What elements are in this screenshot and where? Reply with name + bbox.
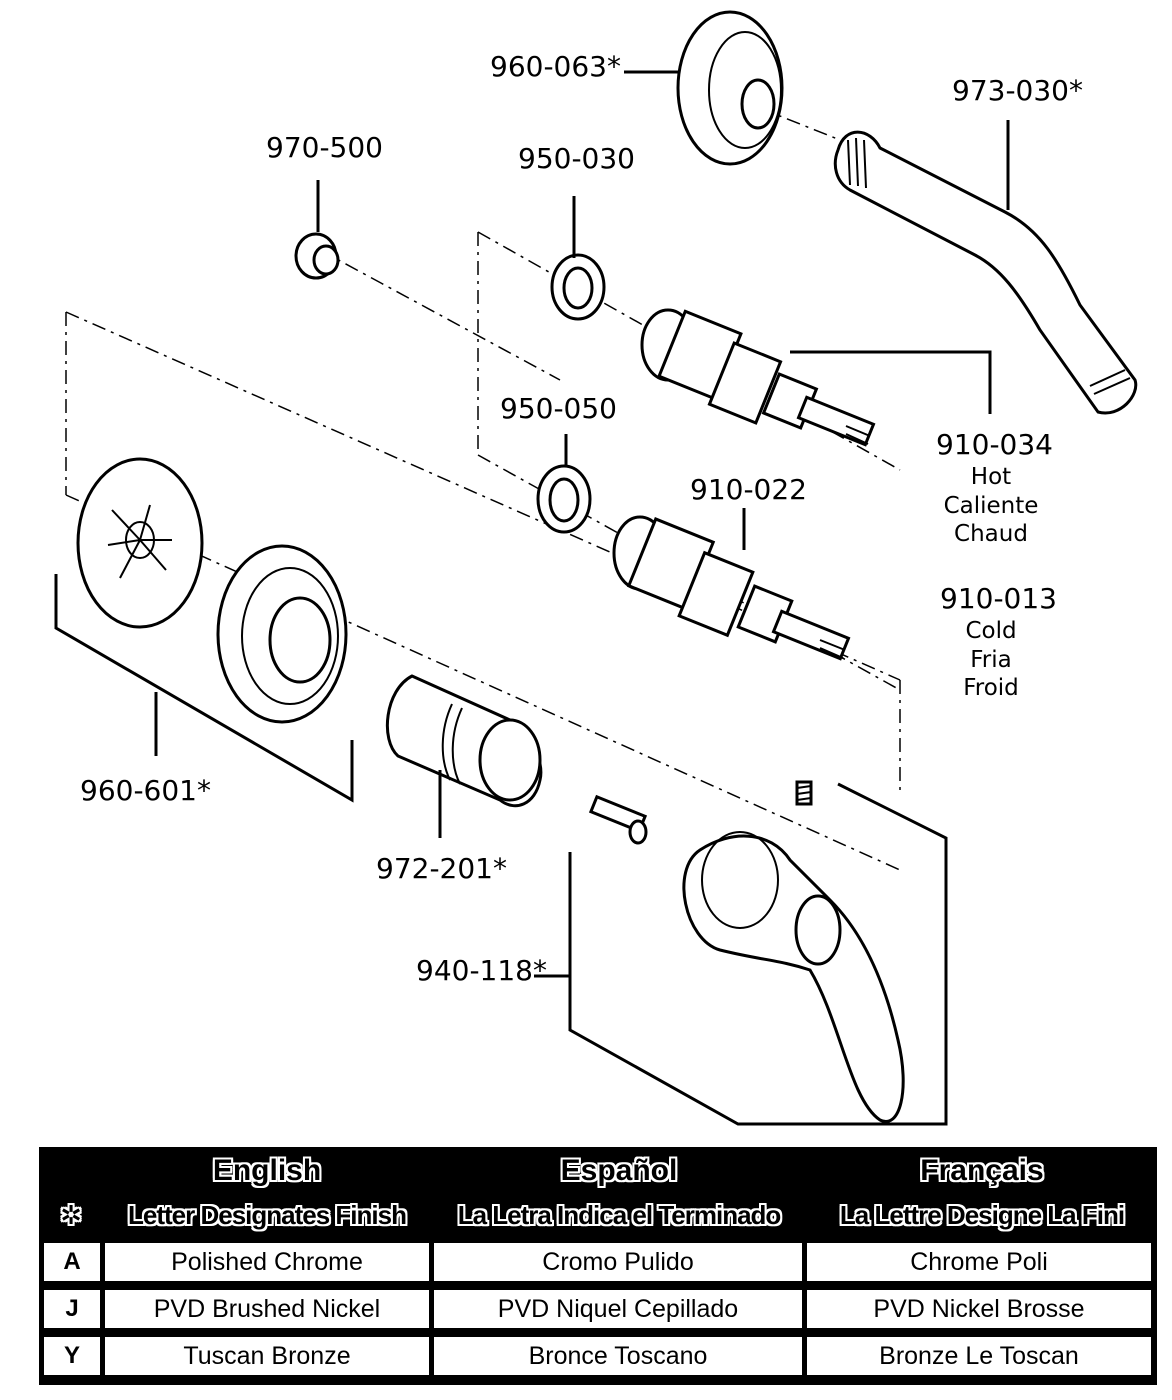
label-960-063: 960-063* xyxy=(490,50,621,83)
table-subheader-row: ✲ Letter Designates Finish La Letra Indi… xyxy=(39,1193,1157,1237)
label-970-500: 970-500 xyxy=(266,131,383,164)
label-960-601: 960-601* xyxy=(80,774,211,807)
label-973-030: 973-030* xyxy=(952,74,1083,107)
trim-kit-960-601 xyxy=(76,457,348,724)
label-950-030: 950-030 xyxy=(518,142,635,175)
bracket-960-601 xyxy=(54,574,354,803)
finish-francais: Bronze Le Toscan xyxy=(807,1337,1151,1375)
exploded-parts-diagram: 960-063* 973-030* 970-500 950-030 910-03… xyxy=(54,10,1138,1126)
header-francais: Français xyxy=(920,1154,1044,1187)
label-910-013-es: Fria xyxy=(970,647,1012,673)
table-row: Y Tuscan Bronze Bronce Toscano Bronze Le… xyxy=(39,1337,1157,1377)
table-header-row: English Español Français xyxy=(39,1149,1157,1193)
subheader-francais: La Lettre Designe La Fini xyxy=(839,1200,1125,1230)
finish-francais: PVD Nickel Brosse xyxy=(807,1290,1151,1328)
handle-screw xyxy=(588,794,648,845)
sleeve-972-201 xyxy=(385,674,543,808)
label-940-118: 940-118* xyxy=(416,954,547,987)
label-910-034-fr: Chaud xyxy=(954,521,1028,547)
nut-970-500 xyxy=(294,232,340,280)
finish-espanol: PVD Niquel Cepillado xyxy=(434,1290,802,1328)
finish-table: English Español Français ✲ Letter Design… xyxy=(39,1147,1157,1385)
finish-code: J xyxy=(44,1290,100,1328)
label-910-034-en: Hot xyxy=(971,464,1011,490)
subheader-espanol: La Letra Indica el Terminado xyxy=(457,1200,782,1230)
finish-espanol: Bronce Toscano xyxy=(434,1337,802,1375)
finish-espanol: Cromo Pulido xyxy=(434,1243,802,1281)
washer-950-030 xyxy=(550,253,606,321)
label-910-013-fr: Froid xyxy=(963,675,1019,701)
label-910-034: 910-034 xyxy=(936,428,1053,461)
label-910-013: 910-013 xyxy=(940,582,1057,615)
table-row: A Polished Chrome Cromo Pulido Chrome Po… xyxy=(39,1243,1157,1283)
set-screw xyxy=(795,780,813,806)
finish-code: Y xyxy=(44,1337,100,1375)
lever-handle-940-118 xyxy=(682,831,905,1123)
shower-arm-973-030 xyxy=(833,130,1138,415)
flange-960-063 xyxy=(676,10,784,166)
header-english: English xyxy=(212,1154,322,1187)
subheader-english: Letter Designates Finish xyxy=(128,1200,407,1230)
label-950-050: 950-050 xyxy=(500,392,617,425)
finish-english: Tuscan Bronze xyxy=(105,1337,429,1375)
star-symbol: ✲ xyxy=(60,1200,82,1230)
finish-francais: Chrome Poli xyxy=(807,1243,1151,1281)
finish-code: A xyxy=(44,1243,100,1281)
finish-english: PVD Brushed Nickel xyxy=(105,1290,429,1328)
label-910-034-es: Caliente xyxy=(944,493,1039,519)
table-row: J PVD Brushed Nickel PVD Niquel Cepillad… xyxy=(39,1290,1157,1330)
cartridge-910-034-hot xyxy=(640,308,876,447)
leader-910-034 xyxy=(790,350,992,414)
finish-english: Polished Chrome xyxy=(105,1243,429,1281)
label-910-013-en: Cold xyxy=(965,618,1016,644)
cartridge-910-013-cold xyxy=(612,515,851,661)
label-972-201: 972-201* xyxy=(376,852,507,885)
bracket-940-118 xyxy=(568,782,948,1126)
label-910-022: 910-022 xyxy=(690,473,807,506)
washer-950-050 xyxy=(536,464,592,534)
header-espanol: Español xyxy=(560,1154,678,1187)
